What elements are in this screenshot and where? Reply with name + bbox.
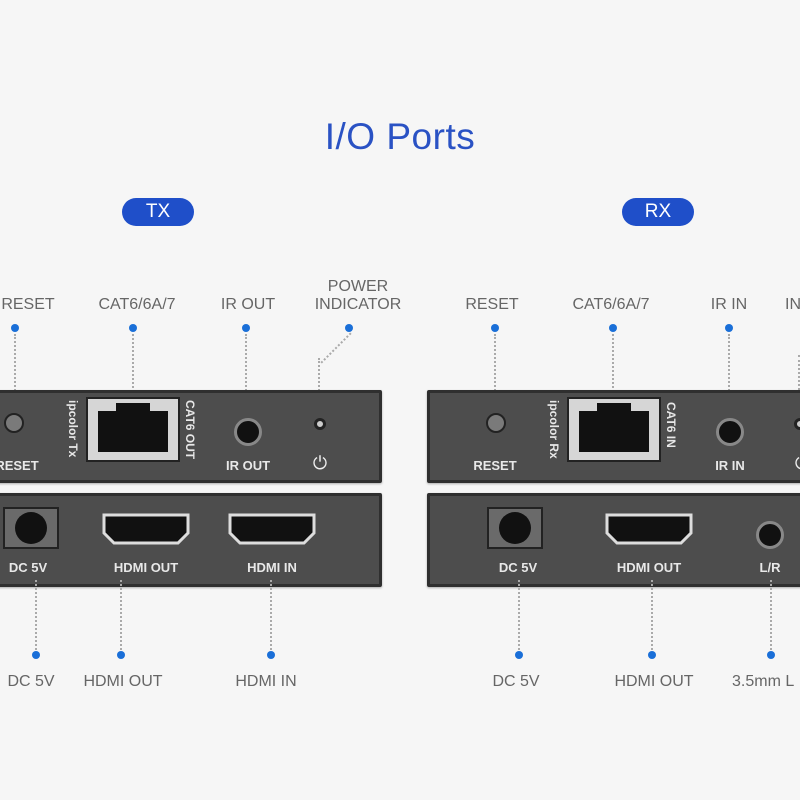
rx-dc-callout: DC 5V [492, 673, 540, 690]
rx-ir-label: IR IN [715, 458, 745, 473]
rx-reset-callout: RESET [465, 296, 519, 313]
rx-dc-label: DC 5V [498, 560, 538, 575]
leader-line [798, 355, 800, 410]
leader-line [132, 334, 134, 404]
rx-port-label: CAT6 IN [664, 402, 678, 448]
callout-dot [609, 324, 617, 332]
rx-reset-button [486, 413, 506, 433]
tx-hdmi-in-label: HDMI IN [247, 560, 297, 575]
callout-dot [267, 651, 275, 659]
leader-line [728, 334, 730, 410]
leader-line [245, 334, 247, 410]
power-icon: ⏻ [312, 453, 328, 473]
callout-dot [117, 651, 125, 659]
leader-line [318, 358, 320, 410]
rx-lr-label: L/R [759, 560, 781, 575]
leader-line [270, 580, 272, 650]
rx-power-callout: IN [785, 296, 800, 313]
rx-ir-in-jack [716, 418, 744, 446]
tx-hdmi-out-label: HDMI OUT [113, 560, 179, 575]
rx-rj45-port [567, 397, 661, 462]
tx-rear-panel [0, 493, 382, 587]
tx-reset-callout: RESET [1, 296, 55, 313]
rx-ir-callout: IR IN [710, 296, 748, 313]
callout-dot [242, 324, 250, 332]
tx-dc-callout: DC 5V [7, 673, 55, 690]
tx-dc-jack [3, 507, 59, 549]
tx-ir-callout: IR OUT [220, 296, 276, 313]
power-icon: ⏻ [795, 453, 800, 474]
tx-ir-out-jack [234, 418, 262, 446]
page-title: I/O Ports [324, 116, 476, 157]
leader-line [14, 334, 16, 410]
callout-dot [491, 324, 499, 332]
callout-dot [11, 324, 19, 332]
rx-audio-jack [756, 521, 784, 549]
tx-reset-button [4, 413, 24, 433]
tx-hdmi-in-callout: HDMI IN [235, 673, 297, 690]
callout-dot [767, 651, 775, 659]
rx-power-led [794, 418, 800, 430]
callout-dot [129, 324, 137, 332]
rx-hdmi-out-port [605, 513, 693, 545]
rx-reset-label: RESET [473, 458, 517, 473]
callout-dot [345, 324, 353, 332]
tx-port-label: CAT6 OUT [183, 400, 197, 460]
leader-line [518, 580, 520, 650]
tx-cat-callout: CAT6/6A/7 [98, 296, 176, 313]
tx-reset-label: RESET [0, 458, 39, 473]
callout-dot [648, 651, 656, 659]
tx-ir-label: IR OUT [225, 458, 271, 473]
rx-hdmi-out-callout: HDMI OUT [614, 673, 694, 690]
rx-brand-label: ipcolor Rx [547, 400, 561, 459]
rx-audio-callout: 3.5mm L [732, 673, 795, 690]
leader-line [770, 580, 772, 650]
tx-badge: TX [122, 198, 194, 226]
tx-hdmi-out-callout: HDMI OUT [83, 673, 163, 690]
tx-hdmi-out-port [102, 513, 190, 545]
rx-cat-callout: CAT6/6A/7 [572, 296, 650, 313]
leader-line [612, 334, 614, 404]
callout-dot [32, 651, 40, 659]
callout-dot [725, 324, 733, 332]
tx-brand-label: ipcolor Tx [66, 400, 80, 458]
leader-line [35, 580, 37, 650]
callout-dot [515, 651, 523, 659]
tx-hdmi-in-port [228, 513, 316, 545]
tx-dc-label: DC 5V [8, 560, 48, 575]
tx-power-led [314, 418, 326, 430]
tx-rj45-port [86, 397, 180, 462]
leader-line [120, 580, 122, 650]
rx-badge: RX [622, 198, 694, 226]
leader-line [494, 334, 496, 410]
rx-hdmi-out-label: HDMI OUT [616, 560, 682, 575]
rx-dc-jack [487, 507, 543, 549]
tx-front-panel [0, 390, 382, 483]
leader-line [651, 580, 653, 650]
leader-line [320, 332, 352, 364]
tx-power-callout: POWER INDICATOR [314, 278, 402, 313]
